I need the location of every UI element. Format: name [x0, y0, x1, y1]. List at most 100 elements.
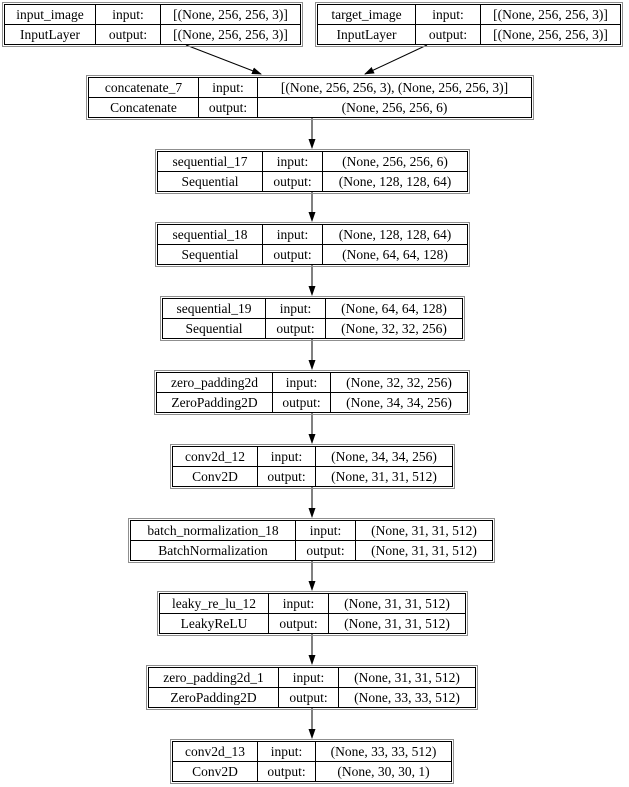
node-zero_padding2d_1: zero_padding2d_1 input: (None, 31, 31, 5…	[146, 665, 478, 710]
node-row: InputLayer output: [(None, 256, 256, 3)]	[5, 25, 300, 44]
io-label: input:	[273, 373, 331, 392]
input-shape: (None, 34, 34, 256)	[331, 448, 437, 464]
edge-input_image-to-concatenate_7	[185, 44, 262, 75]
node-row: sequential_18 input: (None, 128, 128, 64…	[158, 225, 467, 245]
io-label: output:	[96, 25, 161, 44]
output-shape: (None, 32, 32, 256)	[341, 320, 447, 336]
layer-type: Sequential	[158, 245, 263, 264]
node-row: input_image input: [(None, 256, 256, 3)]	[5, 5, 300, 25]
node-row: conv2d_12 input: (None, 34, 34, 256)	[173, 447, 452, 467]
node-row: sequential_17 input: (None, 256, 256, 6)	[158, 152, 467, 172]
io-label: output:	[199, 98, 258, 117]
layer-name: zero_padding2d_1	[149, 668, 279, 687]
node-row: target_image input: [(None, 256, 256, 3)…	[318, 5, 620, 25]
output-shape: (None, 31, 31, 512)	[344, 615, 450, 631]
node-row: Sequential output: (None, 64, 64, 128)	[158, 245, 467, 264]
node-row: sequential_19 input: (None, 64, 64, 128)	[163, 299, 462, 319]
node-row: InputLayer output: [(None, 256, 256, 3)]	[318, 25, 620, 44]
input-shape: (None, 31, 31, 512)	[371, 522, 477, 538]
layer-type: Conv2D	[173, 762, 258, 781]
input-shape: (None, 256, 256, 6)	[342, 153, 448, 169]
io-label: input:	[258, 742, 316, 761]
layer-name: zero_padding2d	[157, 373, 273, 392]
layer-type: InputLayer	[318, 25, 416, 44]
io-label: output:	[263, 245, 323, 264]
input-shape: [(None, 256, 256, 3)]	[173, 6, 288, 22]
io-label: output:	[263, 172, 323, 191]
output-shape: [(None, 256, 256, 3)]	[173, 26, 288, 42]
node-row: LeakyReLU output: (None, 31, 31, 512)	[160, 614, 465, 633]
output-shape: [(None, 256, 256, 3)]	[493, 26, 608, 42]
layer-name: target_image	[318, 5, 416, 24]
io-label: input:	[258, 447, 316, 466]
io-label: input:	[416, 5, 481, 24]
node-row: zero_padding2d input: (None, 32, 32, 256…	[157, 373, 467, 393]
node-batch_normalization_18: batch_normalization_18 input: (None, 31,…	[128, 518, 495, 563]
io-label: input:	[269, 594, 329, 613]
io-label: input:	[199, 78, 258, 97]
layer-type: Sequential	[163, 319, 266, 338]
input-shape: (None, 64, 64, 128)	[341, 300, 447, 316]
node-input_image: input_image input: [(None, 256, 256, 3)]…	[2, 2, 303, 47]
output-shape: (None, 128, 128, 64)	[338, 173, 452, 189]
node-row: leaky_re_lu_12 input: (None, 31, 31, 512…	[160, 594, 465, 614]
layer-type: ZeroPadding2D	[157, 393, 273, 412]
io-label: output:	[296, 541, 356, 560]
io-label: output:	[279, 688, 339, 707]
output-shape: (None, 31, 31, 512)	[371, 542, 477, 558]
node-row: batch_normalization_18 input: (None, 31,…	[131, 521, 492, 541]
input-shape: (None, 33, 33, 512)	[330, 743, 437, 759]
output-shape: (None, 256, 256, 6)	[341, 99, 448, 115]
node-sequential_17: sequential_17 input: (None, 256, 256, 6)…	[155, 149, 470, 194]
layer-name: sequential_17	[158, 152, 263, 171]
layer-name: batch_normalization_18	[131, 521, 296, 540]
io-label: output:	[258, 467, 316, 486]
io-label: output:	[416, 25, 481, 44]
layer-type: ZeroPadding2D	[149, 688, 279, 707]
node-row: concatenate_7 input: [(None, 256, 256, 3…	[89, 78, 531, 98]
input-shape: [(None, 256, 256, 3)]	[493, 6, 608, 22]
layer-name: input_image	[5, 5, 96, 24]
io-label: input:	[266, 299, 326, 318]
output-shape: (None, 34, 34, 256)	[346, 394, 452, 410]
layer-name: leaky_re_lu_12	[160, 594, 269, 613]
layer-name: conv2d_13	[173, 742, 258, 761]
layer-name: sequential_18	[158, 225, 263, 244]
layer-type: Conv2D	[173, 467, 258, 486]
layer-name: conv2d_12	[173, 447, 258, 466]
io-label: input:	[263, 225, 323, 244]
node-row: Sequential output: (None, 32, 32, 256)	[163, 319, 462, 338]
node-row: Concatenate output: (None, 256, 256, 6)	[89, 98, 531, 117]
input-shape: (None, 31, 31, 512)	[344, 595, 450, 611]
layer-name: concatenate_7	[89, 78, 199, 97]
io-label: input:	[263, 152, 323, 171]
layer-type: BatchNormalization	[131, 541, 296, 560]
node-sequential_19: sequential_19 input: (None, 64, 64, 128)…	[160, 296, 465, 341]
output-shape: (None, 33, 33, 512)	[354, 689, 460, 705]
io-label: output:	[266, 319, 326, 338]
layer-type: Sequential	[158, 172, 263, 191]
output-shape: (None, 64, 64, 128)	[342, 246, 448, 262]
layer-type: LeakyReLU	[160, 614, 269, 633]
node-row: Conv2D output: (None, 30, 30, 1)	[173, 762, 451, 781]
layer-type: InputLayer	[5, 25, 96, 44]
node-leaky_re_lu_12: leaky_re_lu_12 input: (None, 31, 31, 512…	[157, 591, 468, 636]
edge-target_image-to-concatenate_7	[364, 44, 428, 75]
io-label: input:	[96, 5, 161, 24]
input-shape: (None, 32, 32, 256)	[346, 374, 452, 390]
node-conv2d_13: conv2d_13 input: (None, 33, 33, 512) Con…	[170, 739, 454, 784]
io-label: output:	[258, 762, 316, 781]
node-concatenate_7: concatenate_7 input: [(None, 256, 256, 3…	[86, 75, 534, 120]
io-label: output:	[273, 393, 331, 412]
node-sequential_18: sequential_18 input: (None, 128, 128, 64…	[155, 222, 470, 267]
layer-name: sequential_19	[163, 299, 266, 318]
io-label: output:	[269, 614, 329, 633]
node-row: ZeroPadding2D output: (None, 34, 34, 256…	[157, 393, 467, 412]
node-conv2d_12: conv2d_12 input: (None, 34, 34, 256) Con…	[170, 444, 455, 489]
node-zero_padding2d: zero_padding2d input: (None, 32, 32, 256…	[154, 370, 470, 415]
layer-type: Concatenate	[89, 98, 199, 117]
node-target_image: target_image input: [(None, 256, 256, 3)…	[315, 2, 623, 47]
io-label: input:	[296, 521, 356, 540]
node-row: ZeroPadding2D output: (None, 33, 33, 512…	[149, 688, 475, 707]
